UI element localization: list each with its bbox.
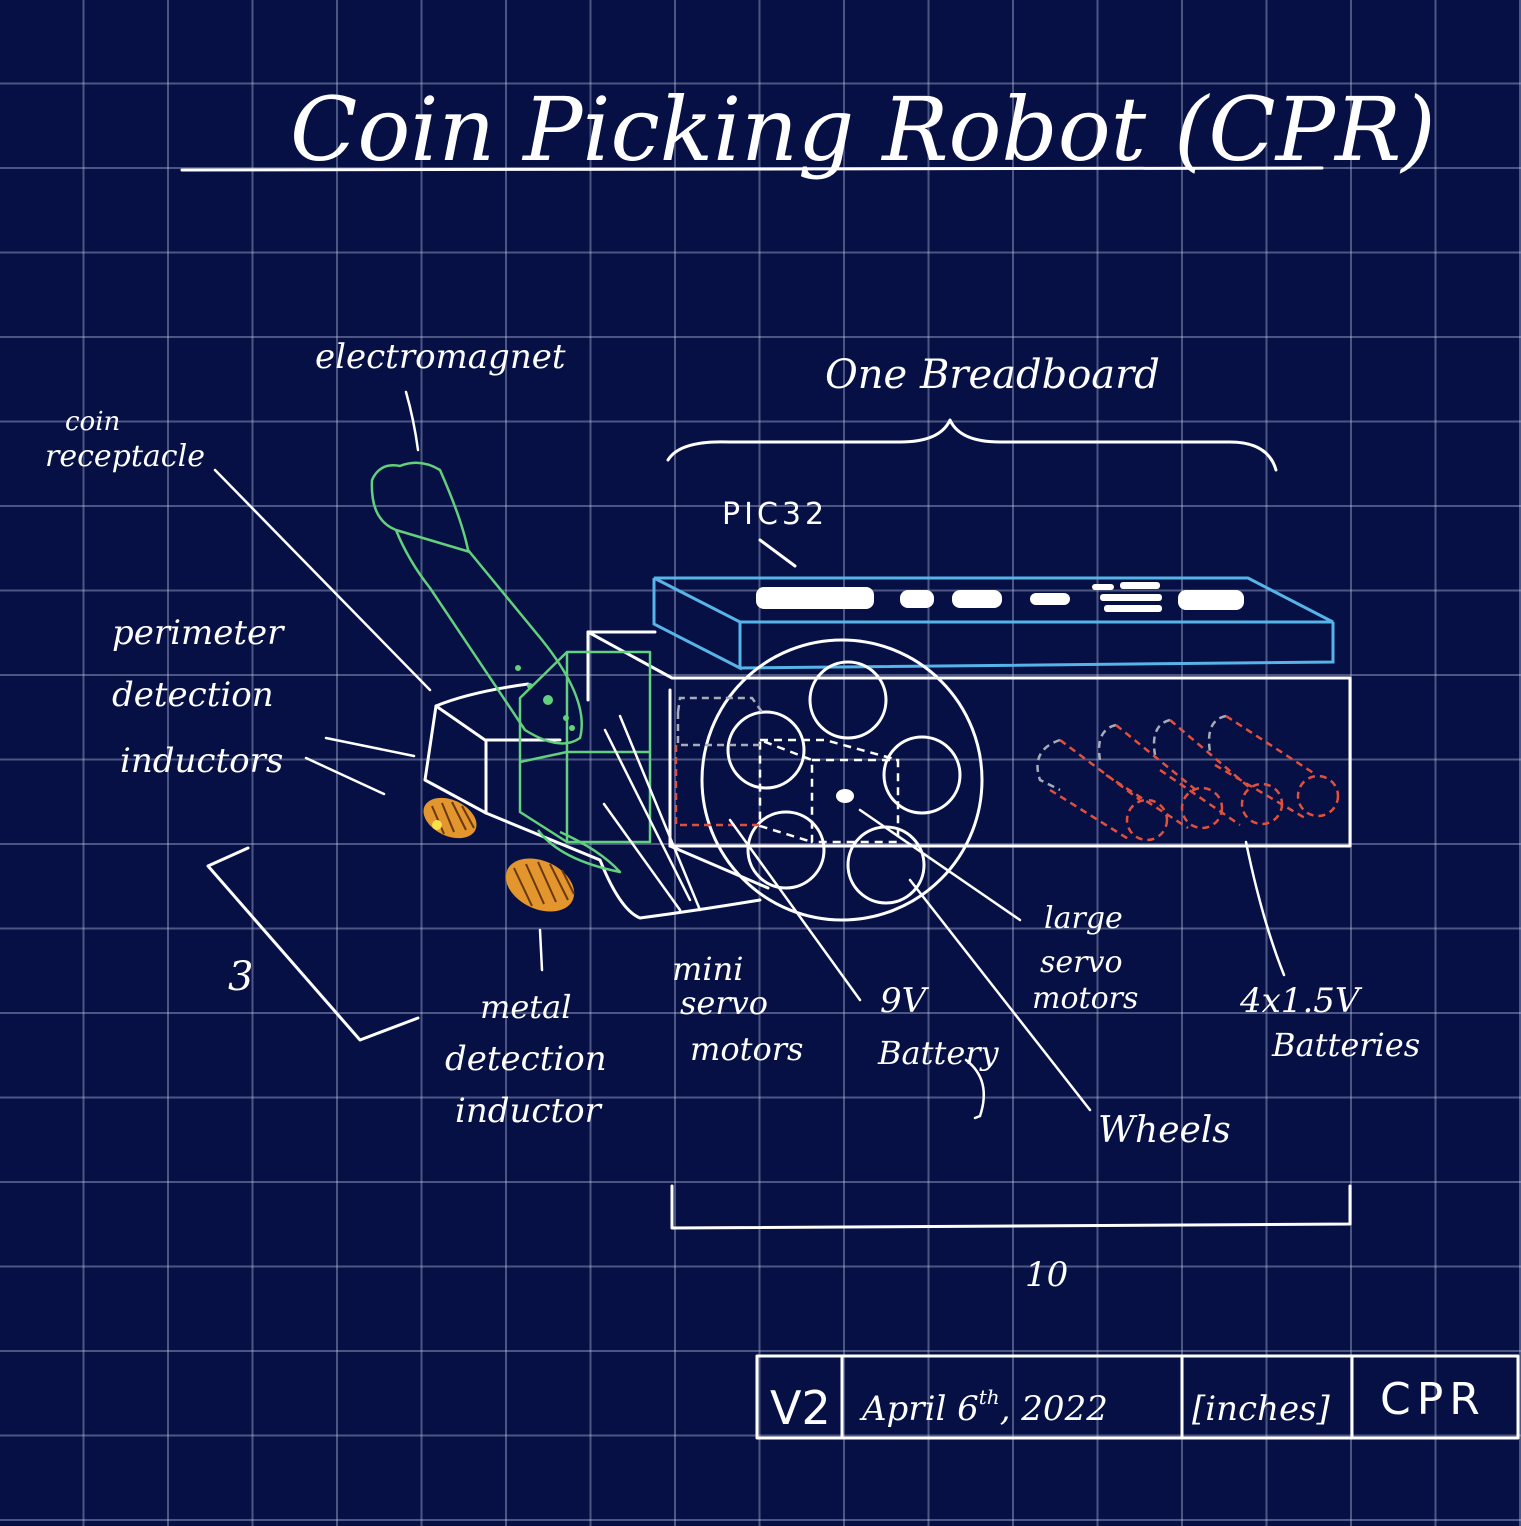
large-label-line3: motors xyxy=(1032,981,1138,1016)
units-cell: [inches] xyxy=(1192,1389,1331,1429)
batteries-label-line2: Batteries xyxy=(1271,1026,1420,1064)
electromagnet-arm xyxy=(370,461,652,874)
version-cell: V2 xyxy=(770,1381,831,1435)
perimeter-label-line3: inductors xyxy=(120,741,283,781)
perimeter-label-line2: detection xyxy=(112,675,274,715)
breadboard-brace xyxy=(666,418,1278,472)
one-breadboard-label: One Breadboard xyxy=(825,352,1160,398)
coin-label-line2: receptacle xyxy=(45,439,205,474)
pic32-leader xyxy=(758,538,797,568)
pic32-label: PIC32 xyxy=(722,497,828,532)
large-label-line2: servo xyxy=(1040,945,1123,980)
inductor-coils xyxy=(423,797,575,912)
batteries-label-line1: 4x1.5V xyxy=(1239,981,1363,1021)
coin-label-line1: coin xyxy=(65,407,120,437)
perimeter-label-line1: perimeter xyxy=(112,613,285,653)
coin-receptacle xyxy=(423,682,762,920)
wheels-label: Wheels xyxy=(1098,1110,1231,1151)
length-dimension: 10 xyxy=(1025,1255,1068,1295)
breadboard xyxy=(652,576,1335,671)
metal-label-line2: detection xyxy=(445,1039,607,1079)
diagram-title: Coin Picking Robot (CPR) xyxy=(290,78,1436,181)
name-cell: CPR xyxy=(1380,1374,1486,1425)
chassis xyxy=(586,630,1352,890)
battery9-label-line1: 9V xyxy=(880,981,930,1021)
9v-battery-box xyxy=(674,696,900,844)
metal-label-line3: inductor xyxy=(455,1091,603,1131)
metal-label-line1: metal xyxy=(480,988,571,1026)
leader-lines xyxy=(213,390,1286,1120)
length-bracket xyxy=(670,1184,1352,1230)
date-cell: April 6th, 2022 xyxy=(859,1385,1108,1429)
title-block: V2 April 6th, 2022 [inches] CPR xyxy=(755,1354,1520,1440)
aa-batteries xyxy=(1036,714,1340,842)
battery9-label-line2: Battery xyxy=(877,1034,1000,1072)
pic32-chips xyxy=(756,582,1244,612)
mini-label-line3: motors xyxy=(690,1030,803,1068)
height-dimension: 3 xyxy=(228,954,253,1000)
mini-label-line1: mini xyxy=(672,950,743,988)
mini-label-line2: servo xyxy=(680,984,768,1022)
large-label-line1: large xyxy=(1044,901,1123,936)
wheel xyxy=(700,638,984,922)
title-underline xyxy=(180,166,1324,172)
electromagnet-label: electromagnet xyxy=(315,337,566,377)
height-bracket xyxy=(206,846,420,1042)
